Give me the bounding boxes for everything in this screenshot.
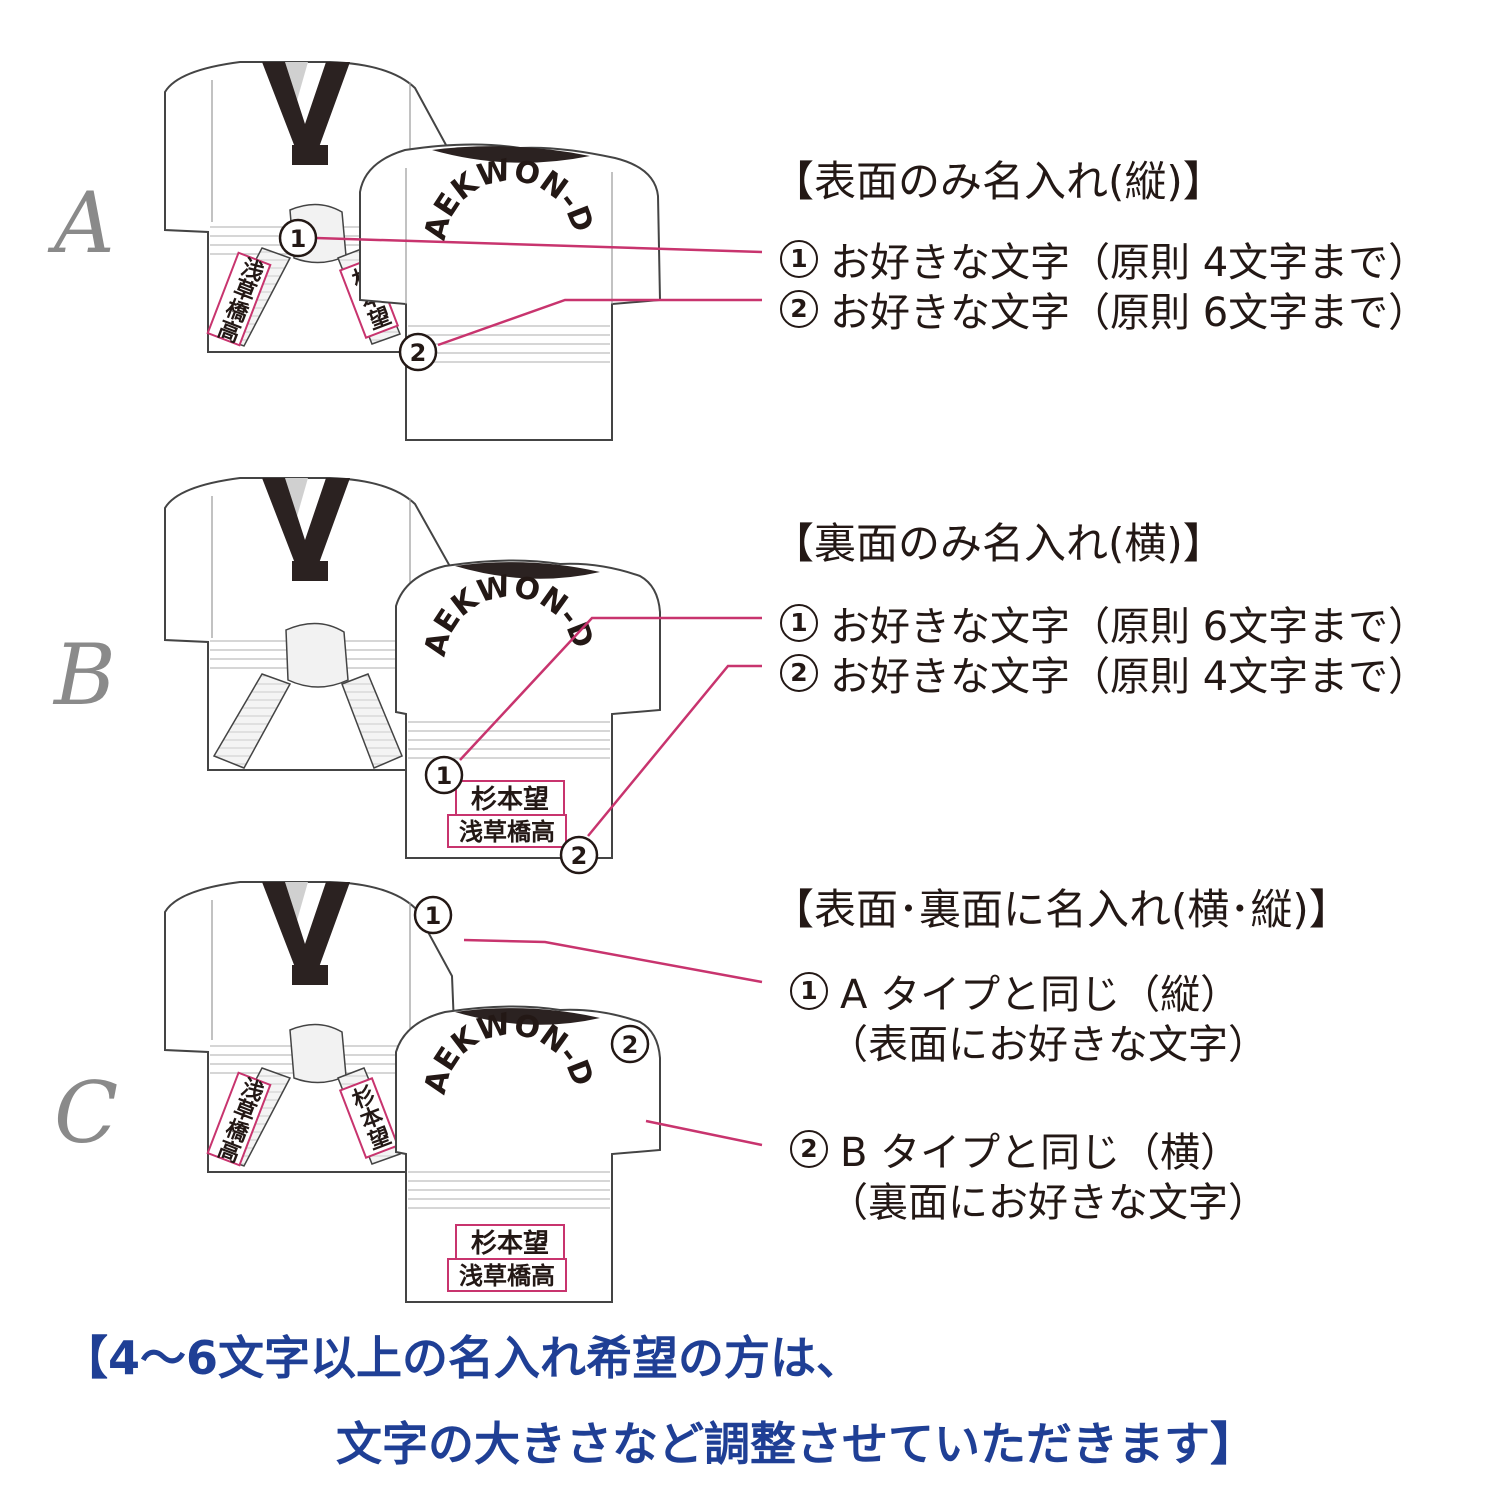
svg-text:2: 2 [571, 842, 588, 870]
item-text-c-1: A タイプと同じ（縦） [840, 972, 1241, 1018]
note-line-1: 【4～6文字以上の名入れ希望の方は、 [62, 1331, 863, 1385]
heading-a: 【表面のみ名入れ(縦)】 [772, 157, 1225, 206]
svg-text:1: 1 [290, 225, 307, 253]
note-line-2: 文字の大きさなど調整させていただきます】 [336, 1417, 1256, 1471]
section-a-illustration: A 浅草橋高 杉本望 TAEK [0, 0, 763, 441]
heading-c: 【表面･裏面に名入れ(横･縦)】 [772, 885, 1351, 934]
marker-b-1: 1 [424, 755, 464, 795]
front-jacket-a: 浅草橋高 杉本望 [164, 61, 457, 353]
item-b-2: 2 お好きな文字（原則 4文字まで） [780, 644, 1428, 702]
item-c-2: 2 B タイプと同じ（横） [790, 1120, 1240, 1178]
item-text-c-2: B タイプと同じ（横） [840, 1130, 1241, 1176]
svg-text:2: 2 [622, 1031, 639, 1059]
label-bottom-b: 浅草橋高 [459, 818, 555, 846]
marker-label-b-2: 2 [780, 654, 818, 692]
svg-text:1: 1 [425, 902, 442, 930]
section-letter-a: A [47, 174, 115, 272]
marker-label-c-2: 2 [790, 1130, 828, 1168]
leader-c-1 [463, 938, 763, 984]
item-sub-c-2: （裏面にお好きな文字） [828, 1180, 1268, 1226]
svg-text:2: 2 [410, 339, 427, 367]
label-bottom-c: 浅草橋高 [459, 1262, 555, 1290]
item-c-1: 1 A タイプと同じ（縦） [790, 962, 1240, 1020]
svg-text:1: 1 [436, 762, 453, 790]
leader-a-1 [315, 236, 763, 254]
front-jacket-b [164, 477, 457, 771]
leader-b-2 [587, 664, 762, 837]
label-top-b: 杉本望 [471, 785, 549, 815]
marker-b-2: 2 [559, 835, 599, 875]
item-text-a-2: お好きな文字（原則 6文字まで） [830, 290, 1429, 336]
front-jacket-c: 浅草橋高 杉本望 [164, 881, 457, 1173]
section-letter-b: B [52, 626, 116, 724]
item-a-2: 2 お好きな文字（原則 6文字まで） [780, 280, 1428, 338]
leader-b-1 [459, 616, 762, 761]
item-b-1: 1 お好きな文字（原則 6文字まで） [780, 594, 1428, 652]
marker-c-2: 2 [610, 1024, 650, 1064]
marker-label-a-2: 2 [780, 290, 818, 328]
marker-label-c-1: 1 [790, 972, 828, 1010]
marker-a-2: 2 [398, 332, 438, 372]
item-a-1: 1 お好きな文字（原則 4文字まで） [780, 230, 1428, 288]
heading-b: 【裏面のみ名入れ(横)】 [772, 519, 1225, 568]
marker-c-1: 1 [413, 895, 453, 935]
marker-a-1: 1 [278, 218, 318, 258]
section-letter-c: C [54, 1064, 118, 1162]
item-text-b-2: お好きな文字（原則 4文字まで） [830, 654, 1429, 700]
marker-label-b-1: 1 [780, 604, 818, 642]
leader-a-2 [437, 298, 762, 347]
label-top-c: 杉本望 [471, 1229, 549, 1259]
leader-c-2 [645, 1119, 763, 1147]
item-sub-c-1: （表面にお好きな文字） [828, 1022, 1268, 1068]
marker-label-a-1: 1 [780, 240, 818, 278]
item-text-b-1: お好きな文字（原則 6文字まで） [830, 604, 1429, 650]
item-text-a-1: お好きな文字（原則 4文字まで） [830, 240, 1429, 286]
